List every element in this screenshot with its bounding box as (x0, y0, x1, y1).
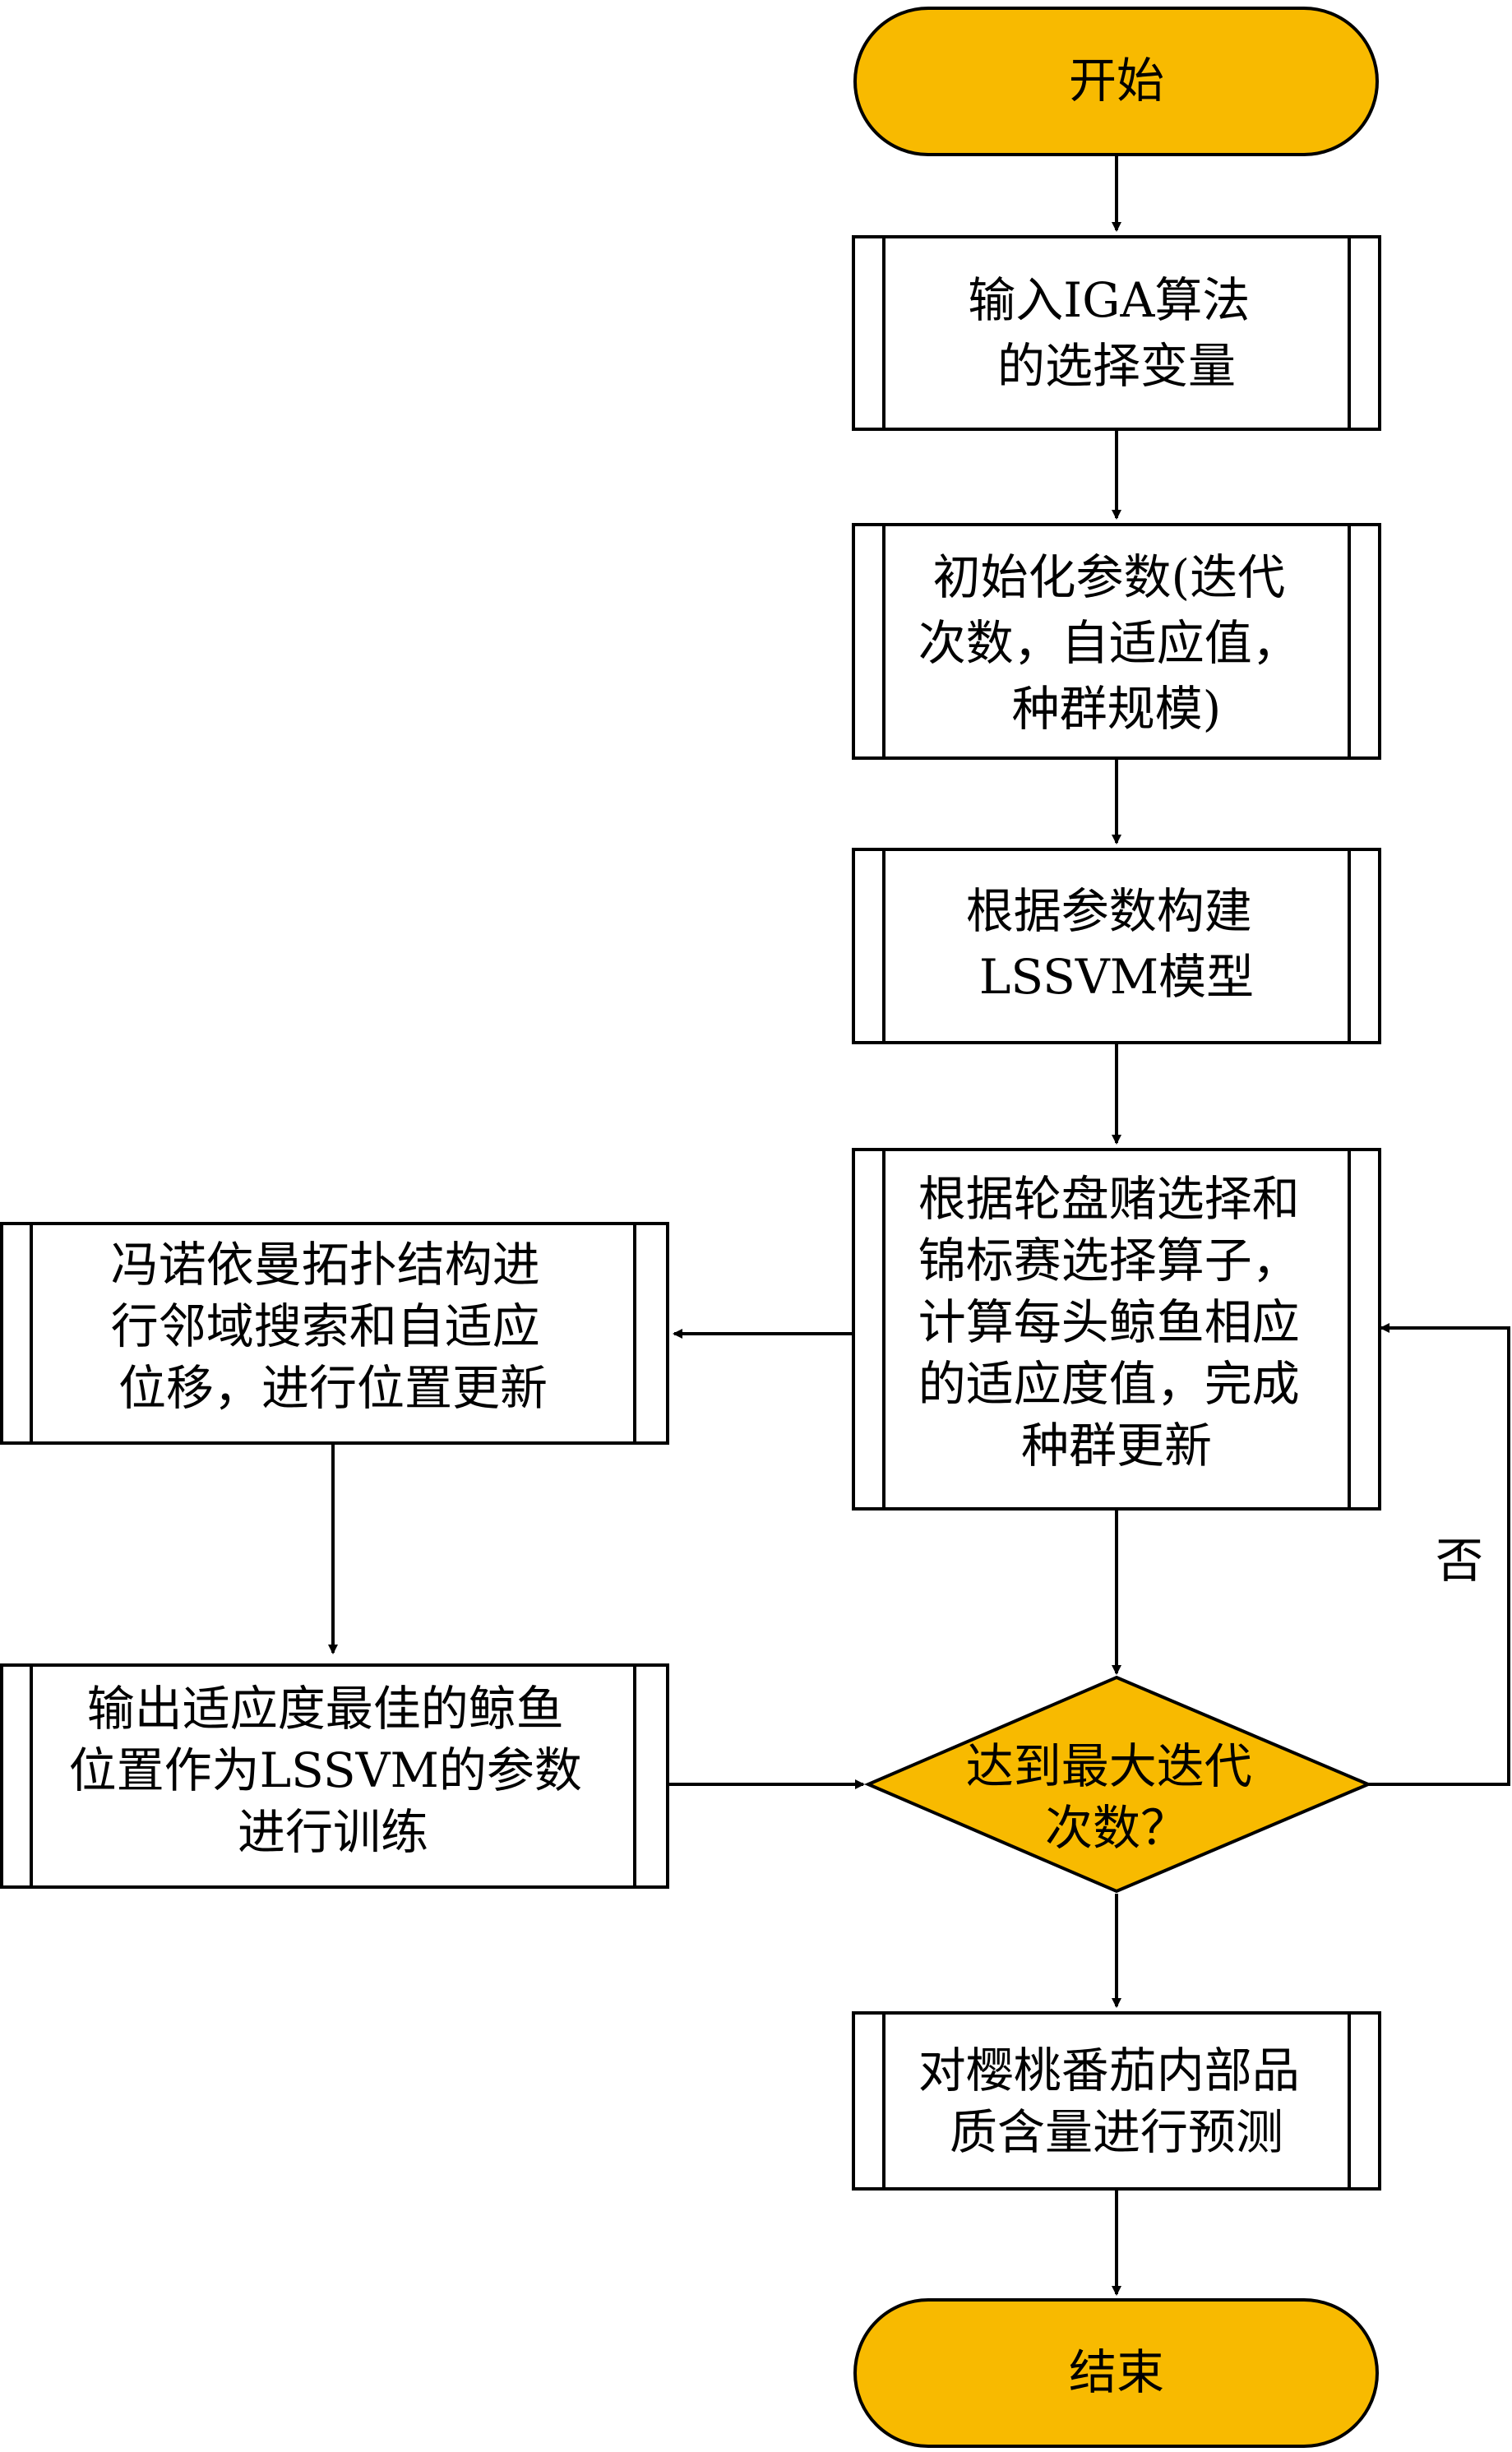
build-label-line: LSSVM模型 (979, 949, 1254, 1005)
end-label-line: 结束 (1069, 2344, 1164, 2400)
neumann-label: 冯诺依曼拓扑结构进 行邻域搜索和自适应 位移，进行位置更新 (111, 1237, 555, 1416)
build-label: 根据参数构建 LSSVM模型 (966, 883, 1267, 1005)
select-label: 根据轮盘赌选择和 锦标赛选择算子， 计算每头鲸鱼相应 的适应度值，完成 种群更新 (918, 1171, 1315, 1474)
connectors (328, 155, 1510, 2296)
output-label-line: 位置作为LSSVM的参数 (69, 1742, 582, 1798)
output-process: 输出适应度最佳的鲸鱼 位置作为LSSVM的参数 进行训练 (0, 1663, 669, 1889)
end-shape (853, 2298, 1379, 2448)
select-process: 根据轮盘赌选择和 锦标赛选择算子， 计算每头鲸鱼相应 的适应度值，完成 种群更新 (852, 1148, 1381, 1511)
start-terminal: 开始 (853, 7, 1379, 156)
select-shape (852, 1148, 1381, 1511)
neumann-label-line: 位移，进行位置更新 (118, 1360, 548, 1416)
build-label-line: 根据参数构建 (966, 883, 1252, 939)
start-label: 开始 (1069, 53, 1164, 109)
predict-process: 对樱桃番茄内部品 质含量进行预测 (852, 2011, 1381, 2191)
build-process: 根据参数构建 LSSVM模型 (852, 848, 1381, 1044)
predict-shape (852, 2011, 1381, 2191)
input-label-line: 输入IGA算法 (968, 272, 1250, 328)
predict-label: 对樱桃番茄内部品 质含量进行预测 (918, 2043, 1315, 2160)
decision-label-line: 达到最大迭代 (966, 1738, 1252, 1794)
decision-diamond: 达到最大迭代 次数？ (863, 1675, 1373, 1894)
select-label-line: 种群更新 (1021, 1418, 1212, 1474)
decision-label-line: 次数？ (1045, 1800, 1188, 1856)
end-label: 结束 (1069, 2344, 1164, 2400)
neumann-shape (0, 1222, 669, 1445)
input-label-line: 的选择变量 (997, 338, 1236, 394)
select-label-line: 锦标赛选择算子， (918, 1233, 1300, 1288)
neumann-label-line: 行邻域搜索和自适应 (111, 1298, 540, 1354)
output-label-line: 进行训练 (238, 1804, 428, 1860)
neumann-process: 冯诺依曼拓扑结构进 行邻域搜索和自适应 位移，进行位置更新 (0, 1222, 669, 1445)
predict-label-line: 质含量进行预测 (950, 2104, 1283, 2160)
neumann-label-line: 冯诺依曼拓扑结构进 (111, 1237, 540, 1293)
input-shape (852, 235, 1381, 431)
predict-label-line: 对樱桃番茄内部品 (918, 2043, 1300, 2098)
init-shape (852, 523, 1381, 760)
select-label-line: 计算每头鲸鱼相应 (918, 1294, 1300, 1350)
start-label-line: 开始 (1069, 53, 1164, 109)
build-shape (852, 848, 1381, 1044)
decision-label: 达到最大迭代 次数？ (966, 1738, 1267, 1856)
select-label-line: 的适应度值，完成 (918, 1356, 1300, 1412)
decision-shape (863, 1675, 1373, 1894)
input-label: 输入IGA算法 的选择变量 (968, 272, 1265, 394)
init-process: 初始化参数(迭代 次数，自适应值， 种群规模) (852, 523, 1381, 760)
select-label-line: 根据轮盘赌选择和 (918, 1171, 1300, 1227)
output-shape (0, 1663, 669, 1889)
end-terminal: 结束 (853, 2298, 1379, 2448)
init-label: 初始化参数(迭代 次数，自适应值， 种群规模) (918, 549, 1315, 737)
edge-decision-no-loop (1368, 1323, 1510, 1786)
start-shape (853, 7, 1379, 156)
output-label-line: 输出适应度最佳的鲸鱼 (87, 1681, 564, 1737)
init-label-line: 种群规模) (1012, 681, 1222, 737)
edge-label-no: 否 (1436, 1533, 1483, 1589)
output-label: 输出适应度最佳的鲸鱼 位置作为LSSVM的参数 进行训练 (69, 1681, 598, 1860)
input-process: 输入IGA算法 的选择变量 (852, 235, 1381, 431)
init-label-line: 初始化参数(迭代 (932, 549, 1285, 605)
init-label-line: 次数，自适应值， (918, 615, 1300, 671)
